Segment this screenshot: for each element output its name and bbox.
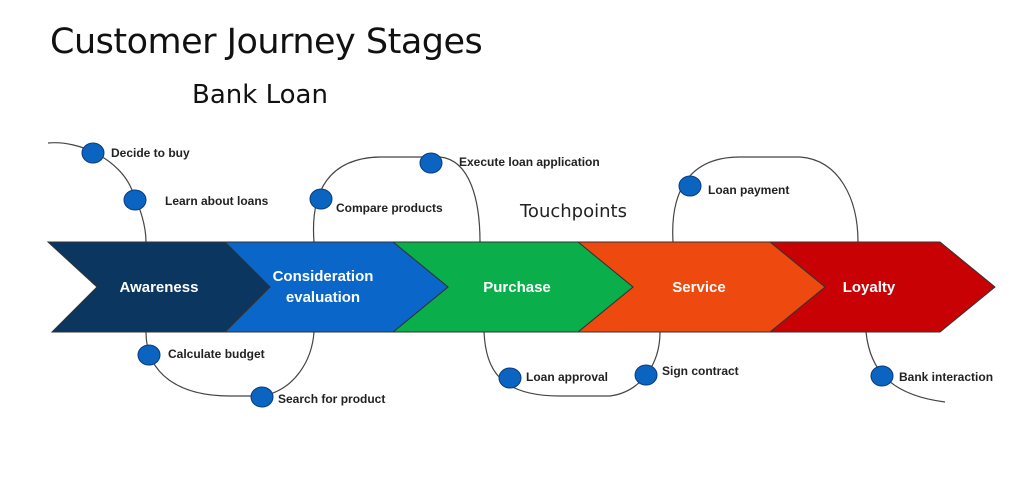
- touchpoint-label-loan-approval: Loan approval: [526, 370, 608, 384]
- touchpoint-label-execute-loan-application: Execute loan application: [459, 155, 600, 169]
- touchpoints-heading: Touchpoints: [520, 201, 627, 222]
- connector-awareness-bottom: [145, 331, 315, 397]
- stage-consideration-label-line1: Consideration: [273, 268, 374, 285]
- stage-awareness-label: Awareness: [120, 279, 199, 296]
- connector-purchase-bottom: [483, 331, 661, 397]
- touchpoint-label-bank-interaction: Bank interaction: [899, 370, 993, 384]
- touchpoint-node-decide-to-buy: [81, 142, 105, 164]
- stage-awareness-shape: [46, 241, 271, 333]
- connector-consideration-top: [312, 156, 481, 243]
- stage-service-label: Service: [672, 279, 725, 296]
- touchpoint-label-calculate-budget: Calculate budget: [168, 347, 265, 361]
- stage-loyalty-label: Loyalty: [843, 279, 896, 296]
- touchpoint-nodes: [81, 142, 894, 408]
- stage-consideration-label-line2: evaluation: [286, 289, 360, 306]
- touchpoint-node-learn-about-loans: [123, 189, 147, 211]
- touchpoint-node-execute-loan-application: [419, 152, 443, 174]
- touchpoint-node-loan-approval: [498, 367, 522, 389]
- connector-service-top: [672, 156, 859, 243]
- touchpoint-label-sign-contract: Sign contract: [662, 364, 739, 378]
- connector-awareness-top: [47, 142, 147, 243]
- touchpoint-label-search-for-product: Search for product: [278, 392, 385, 406]
- stages: [46, 241, 996, 333]
- touchpoint-label-learn-about-loans: Learn about loans: [165, 194, 269, 208]
- diagram-title: Customer Journey Stages: [50, 22, 483, 62]
- touchpoint-label-loan-payment: Loan payment: [708, 183, 789, 197]
- diagram-subtitle: Bank Loan: [192, 80, 328, 110]
- touchpoint-node-loan-payment: [678, 175, 702, 197]
- touchpoint-node-sign-contract: [634, 364, 658, 386]
- touchpoint-node-search-for-product: [250, 386, 274, 408]
- touchpoint-node-bank-interaction: [870, 365, 894, 387]
- touchpoint-node-calculate-budget: [137, 344, 161, 366]
- touchpoint-node-compare-products: [309, 188, 333, 210]
- touchpoint-label-compare-products: Compare products: [336, 201, 443, 215]
- stage-purchase-label: Purchase: [483, 279, 551, 296]
- touchpoint-label-decide-to-buy: Decide to buy: [111, 146, 190, 160]
